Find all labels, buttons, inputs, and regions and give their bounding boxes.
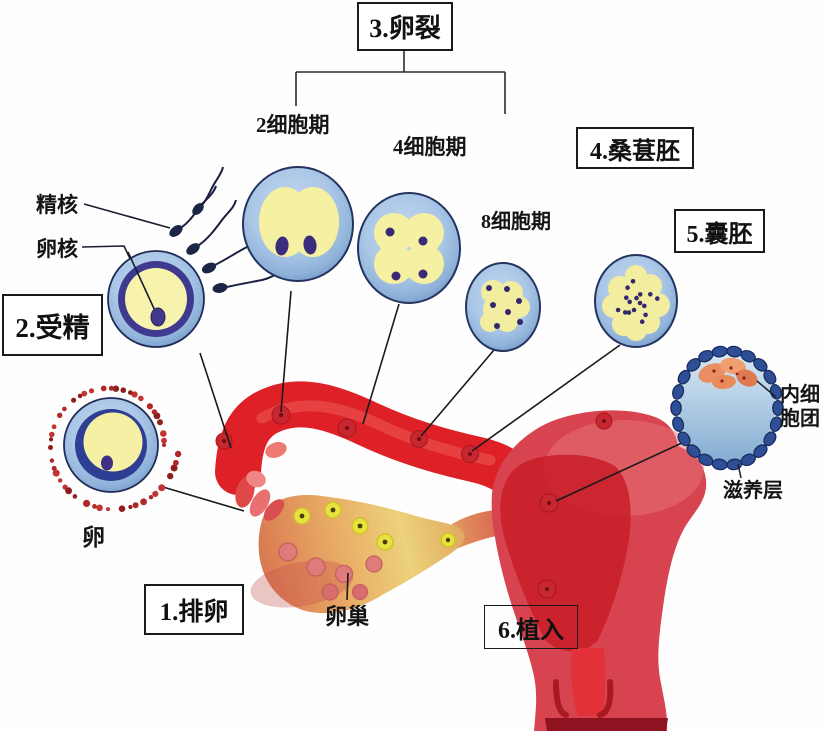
- four-cell-embryo: [357, 192, 461, 304]
- fertilization-stage-label: 2.受精: [15, 312, 90, 343]
- egg-nucleus-label: 卵核: [36, 237, 78, 261]
- icm-pointer-line: [756, 380, 777, 398]
- stage-pointer-lines: [162, 290, 685, 601]
- eight-cell-embryo: [465, 262, 541, 352]
- ovulated-egg: [48, 385, 182, 512]
- trophoblast-pointer-line: [737, 463, 742, 479]
- eight-cell-stage-label: 8细胞期: [481, 211, 551, 233]
- trophoblast-label: 滋养层: [723, 480, 783, 502]
- sperm-head: [212, 283, 228, 293]
- egg-label: 卵: [82, 525, 105, 550]
- ovary: [250, 495, 465, 614]
- fallopian-tube: [215, 381, 535, 498]
- four-cell-stage-label: 4细胞期: [393, 135, 467, 159]
- sperm-head: [201, 262, 217, 274]
- ovulation-stage-box: 1.排卵: [144, 584, 244, 635]
- tube-ostium: [265, 442, 287, 458]
- blastocyst-stage-box: 5.囊胚: [674, 209, 765, 253]
- inner-cell-mass: [698, 357, 758, 390]
- ovary-label: 卵巢: [325, 604, 370, 629]
- morula-nuclei-dots: [615, 279, 660, 325]
- follicle-nuclei: [299, 507, 451, 545]
- four-cell-line: [362, 303, 400, 425]
- follicles-pink: [278, 542, 383, 601]
- morula-embryo: [594, 254, 678, 348]
- blastocyst: [670, 345, 784, 479]
- two-cell-line: [280, 290, 292, 413]
- morula-stage-label: 4.桑葚胚: [590, 138, 680, 165]
- egg-nucleus-line-inner: [127, 251, 157, 314]
- cervical-canal: [571, 648, 606, 716]
- fertilized-egg: [107, 250, 205, 348]
- sperm-head: [186, 243, 200, 255]
- implantation-stage-box: 6.植入: [484, 605, 578, 649]
- cervix-base: [545, 718, 668, 731]
- egg-cell-nucleus: [101, 455, 113, 471]
- morula-stage-box: 4.桑葚胚: [576, 127, 694, 169]
- tube-highlight: [256, 400, 496, 466]
- cervix-fold-left: [553, 679, 569, 718]
- bump-dots: [222, 413, 606, 591]
- blastocyst-stage-label: 5.囊胚: [686, 221, 753, 248]
- trophoblast-ring: [670, 345, 784, 471]
- corona-radiata-dots: [48, 385, 182, 512]
- inner-cell-mass-label: 内细胞团: [780, 384, 820, 430]
- two-cell-embryo: [242, 166, 354, 282]
- fertilization-line: [199, 352, 232, 449]
- implantation-line: [555, 441, 685, 502]
- egg-to-fimbria-line: [162, 486, 245, 512]
- ovary-label-line: [346, 572, 349, 601]
- uterus: [491, 410, 707, 731]
- cleavage-bracket: [295, 48, 506, 114]
- sperm-nucleus-line: [83, 203, 171, 229]
- two-cell-stage-label: 2细胞期: [256, 113, 330, 137]
- implantation-stage-label: 6.植入: [498, 617, 564, 644]
- sperm-head: [169, 225, 183, 237]
- cleavage-stage-label: 3.卵裂: [369, 14, 441, 43]
- cervix-fold-right: [597, 679, 614, 718]
- fimbriae: [235, 470, 285, 521]
- ovulation-stage-label: 1.排卵: [159, 598, 229, 626]
- fertilization-stage-box: 2.受精: [2, 294, 103, 356]
- sperm-head: [192, 202, 204, 216]
- cleavage-stage-box: 3.卵裂: [357, 2, 453, 51]
- pronucleus: [150, 307, 166, 327]
- endometrium: [500, 454, 631, 652]
- eight-cell-line: [420, 349, 495, 437]
- morula-line: [471, 344, 621, 452]
- sperm-nucleus-label: 精核: [36, 193, 78, 217]
